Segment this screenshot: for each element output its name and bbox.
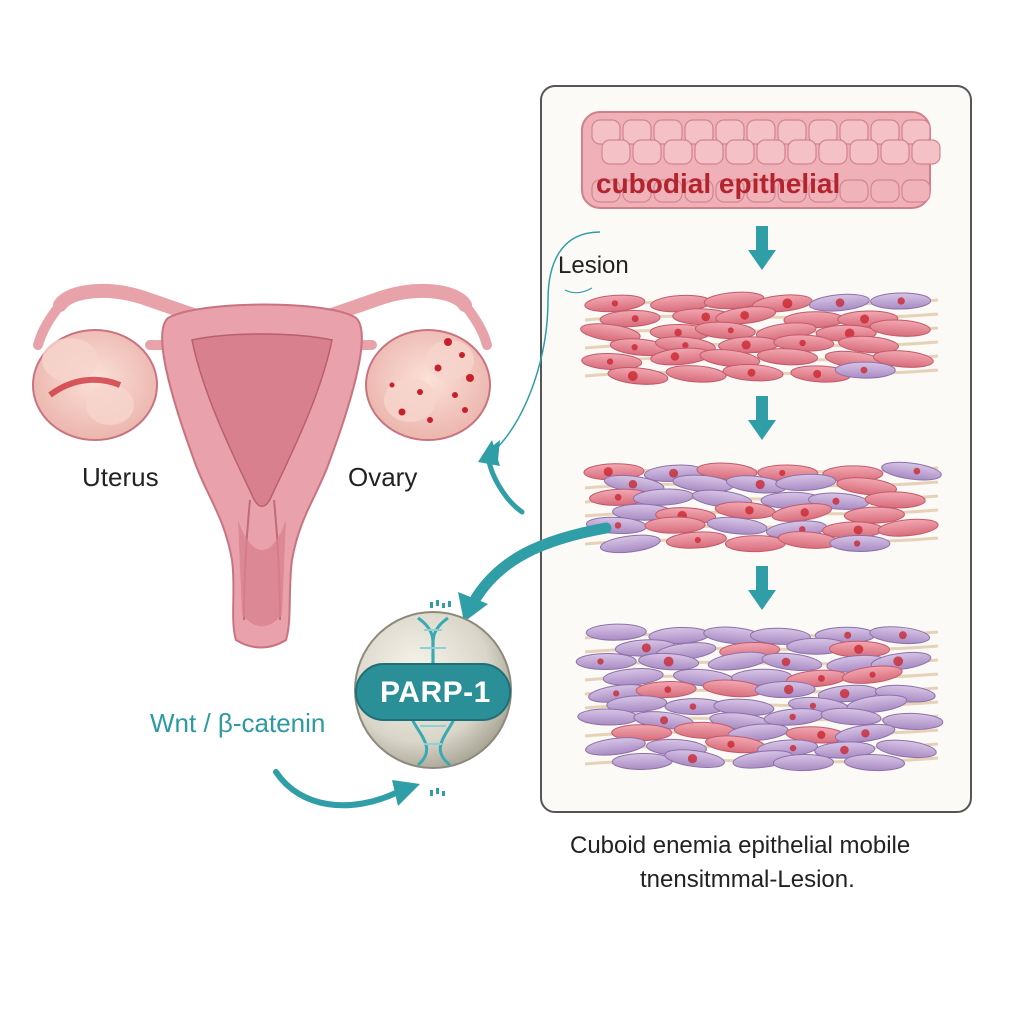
caption-line-2: tnensitmmal-Lesion. xyxy=(640,866,855,893)
uterine-cavity xyxy=(191,333,333,507)
curved-arrow-icon xyxy=(273,769,401,809)
down-arrow-icon xyxy=(748,566,776,610)
epithelial-layer-label: cubodial epithelial xyxy=(596,168,841,199)
down-arrow-icon xyxy=(748,226,776,270)
parp-1-label-badge xyxy=(355,663,511,721)
spindle-cell-layer-stage-1 xyxy=(580,291,939,385)
spindle-cell-layer-stage-2 xyxy=(583,461,942,554)
spindle-cell-layer-stage-3 xyxy=(575,623,944,772)
parp-1-label: PARP-1 xyxy=(380,676,491,709)
lesion-pointer-line xyxy=(494,231,601,451)
dna-fragment-icon xyxy=(430,600,451,796)
ovary-label: Ovary xyxy=(348,462,418,492)
parp-1-sphere xyxy=(354,611,512,769)
cuboidal-epithelium-layer xyxy=(581,111,941,209)
lesion-label: Lesion xyxy=(558,252,629,279)
uterus-label: Uterus xyxy=(82,462,159,492)
ovary-lesion-spots xyxy=(389,338,474,423)
curved-arrow-icon xyxy=(470,522,612,604)
uterus-illustration xyxy=(32,284,492,649)
wnt-beta-catenin-label: Wnt / β-catenin xyxy=(150,708,326,738)
down-arrow-icon xyxy=(748,396,776,440)
caption-line-1: Cuboid enemia epithelial mobile xyxy=(570,832,911,859)
